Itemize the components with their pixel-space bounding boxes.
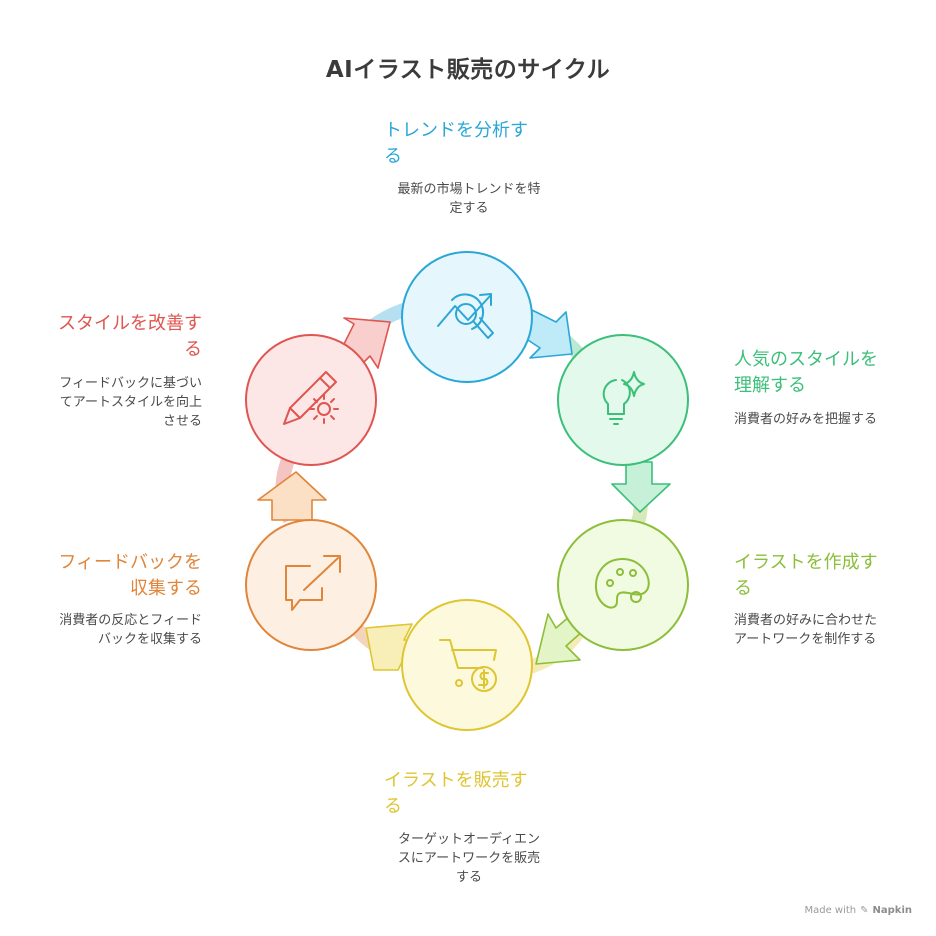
step-heading-create-illustrations: イラストを作成す る [734,552,878,599]
step-heading-sell-illustrations: イラストを販売す る [384,770,528,817]
pencil-gear-icon [283,371,339,425]
palette-icon [594,558,650,609]
lightbulb-sparkle-icon [602,371,645,425]
step-circle-6 [245,334,377,466]
step-circle-2 [557,334,689,466]
napkin-brand-label: Napkin [872,905,912,916]
step-circle-4 [401,599,533,731]
chat-share-icon [285,555,341,611]
step-circle-3 [557,519,689,651]
step-description-sell-illustrations: ターゲットオーディエン スにアートワークを販売 する [397,832,541,885]
arrow-5-to-6 [257,471,327,521]
step-circle-1 [401,251,533,383]
page-title: AIイラスト販売のサイクル [325,57,611,83]
step-circle-5 [245,519,377,651]
step-description-understand-styles: 消費者の好みを把握する [734,412,878,427]
trend-analysis-icon [437,293,494,339]
napkin-logo-icon: ✎ [860,905,869,916]
cart-dollar-icon [439,639,497,692]
step-heading-analyze-trends: トレンドを分析す る [384,120,528,167]
step-description-collect-feedback: 消費者の反応とフィード バックを収集する [59,613,202,647]
made-with-napkin-footer: Made with ✎ Napkin [804,905,912,916]
step-description-create-illustrations: 消費者の好みに合わせた アートワークを制作する [734,613,878,647]
step-description-analyze-trends: 最新の市場トレンドを特 定する [397,182,541,216]
step-heading-improve-style: スタイルを改善す る [58,313,202,360]
step-heading-understand-styles: 人気のスタイルを 理解する [734,349,878,396]
made-with-label: Made with [804,905,857,916]
step-heading-collect-feedback: フィードバックを 収集する [58,552,202,599]
arrow-2-to-3 [611,461,671,513]
step-description-improve-style: フィードバックに基づい てアートスタイルを向上 させる [59,376,202,429]
